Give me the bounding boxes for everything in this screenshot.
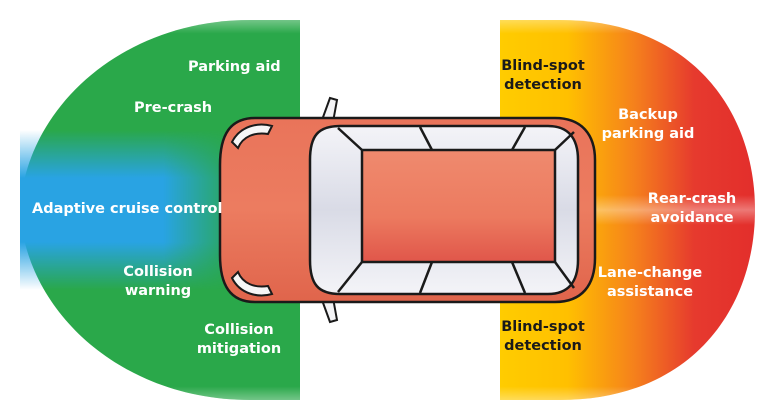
car-top-view [218,96,597,324]
label-collision-mitigation: Collision mitigation [196,322,282,357]
label-adaptive-cruise-control: Adaptive cruise control [32,201,223,217]
label-backup-parking-aid: Backup parking aid [601,107,695,142]
label-lane-change-assistance: Lane-change assistance [597,265,703,300]
label-collision-warning: Collision warning [123,264,193,299]
label-pre-crash: Pre-crash [134,100,213,116]
label-blind-spot-top: Blind-spot detection [501,58,585,93]
label-parking-aid: Parking aid [188,59,281,75]
label-rear-crash-avoidance: Rear-crash avoidance [647,191,737,226]
label-blind-spot-bottom: Blind-spot detection [501,319,585,354]
